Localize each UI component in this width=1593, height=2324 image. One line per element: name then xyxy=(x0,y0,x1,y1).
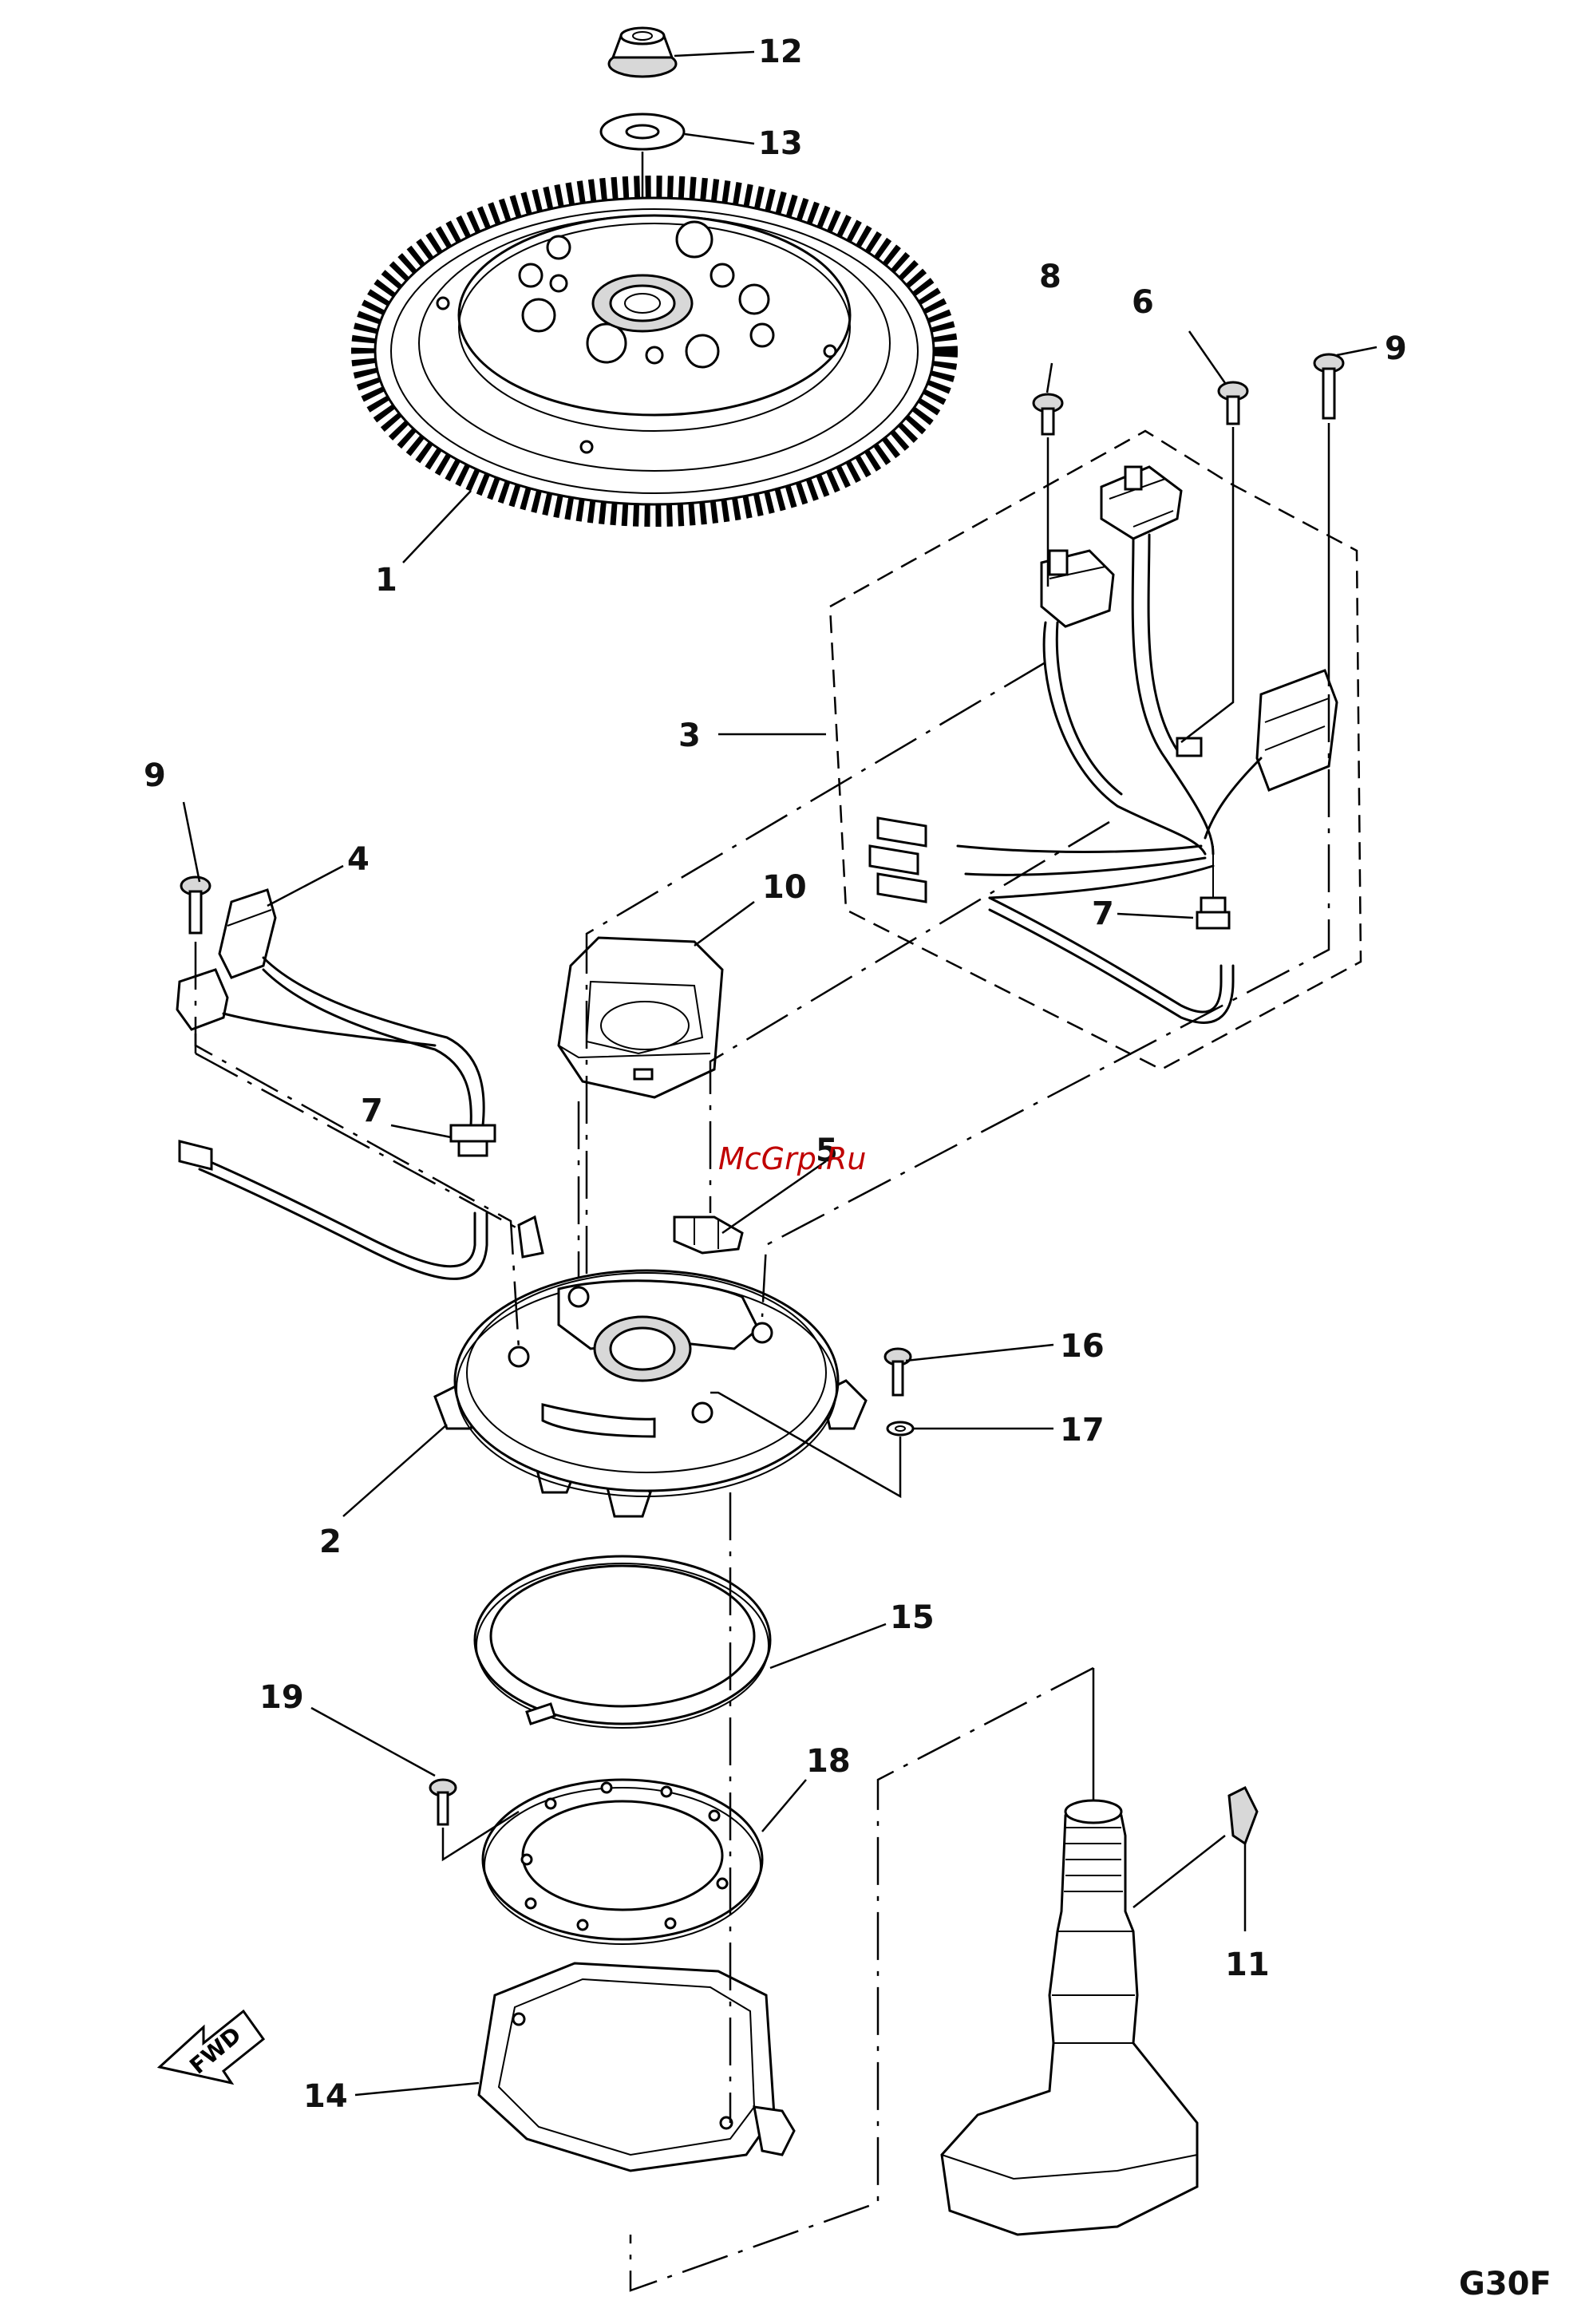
part-1-flywheel xyxy=(363,188,946,515)
callout-7-right: 7 xyxy=(1092,895,1114,932)
part-12-flange-nut xyxy=(609,28,676,77)
callout-13: 13 xyxy=(758,125,803,162)
callout-6: 6 xyxy=(1132,284,1154,321)
part-17-washer xyxy=(887,1422,913,1435)
callout-3: 3 xyxy=(678,717,701,754)
part-15-base-plate xyxy=(479,1963,794,2171)
fwd-arrow-icon: FWD xyxy=(160,2011,263,2083)
part-9-screw-right xyxy=(1314,354,1343,686)
part-11-key xyxy=(1229,1788,1257,1844)
callout-14: 15 xyxy=(890,1599,935,1636)
callout-2: 2 xyxy=(319,1524,342,1560)
part-14-ring xyxy=(475,1556,770,1728)
diagram-code: G30F xyxy=(1459,2266,1551,2302)
callout-12: 12 xyxy=(758,34,803,70)
callout-4: 4 xyxy=(347,841,370,878)
part-19-screw xyxy=(430,1780,456,1824)
callout-17: 17 xyxy=(1060,1412,1105,1449)
part-9-screw-left xyxy=(181,877,210,933)
part-5-clamp xyxy=(674,1217,742,1253)
part-10-charge-coil xyxy=(559,938,722,1097)
callout-1: 1 xyxy=(375,562,397,599)
callout-9-right: 9 xyxy=(1385,330,1407,367)
part-4-coil-harness xyxy=(177,890,519,1279)
callout-11: 11 xyxy=(1225,1947,1270,1983)
callout-19: 19 xyxy=(259,1679,304,1716)
callout-16: 16 xyxy=(1060,1328,1105,1365)
callout-7-left: 7 xyxy=(361,1093,383,1129)
watermark: McGrp.Ru xyxy=(718,1141,866,1176)
part-2-stator-plate xyxy=(435,1217,866,1516)
part-6-screw xyxy=(1181,382,1247,742)
callout-15: 14 xyxy=(303,2078,348,2115)
part-18-plate xyxy=(483,1780,762,1944)
part-9-right-connector-line xyxy=(762,694,1329,1317)
part-3-pulser-harness xyxy=(870,467,1337,1022)
callout-8: 8 xyxy=(1039,259,1061,295)
part-13-washer xyxy=(601,114,684,149)
callout-10: 10 xyxy=(762,869,807,906)
callout-9-left: 9 xyxy=(144,757,166,794)
part-16-screw xyxy=(885,1349,911,1395)
callout-18: 18 xyxy=(806,1743,851,1780)
crankshaft xyxy=(942,1800,1197,2235)
